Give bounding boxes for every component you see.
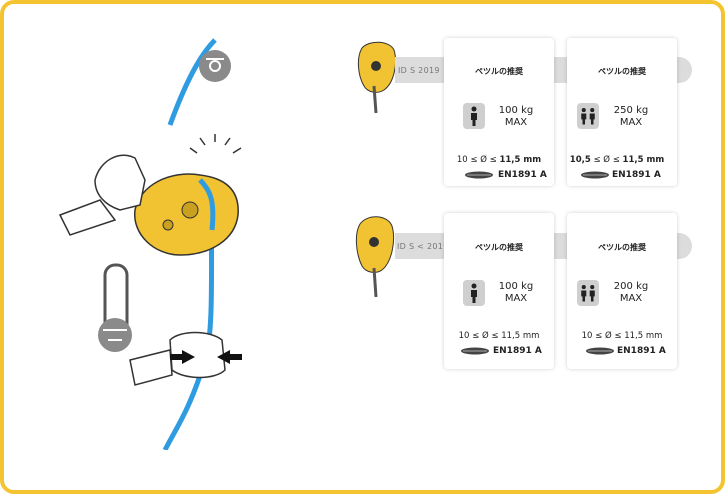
row2-col2-norm: EN1891 A [617, 346, 666, 356]
row2-label: ID S < 2019 [397, 242, 449, 251]
row2-col2-diameter: 10 ≤ Ø ≤ 11,5 mm [581, 331, 663, 341]
id-s-2019-device-image [357, 41, 397, 114]
row2-col1-norm: EN1891 A [493, 346, 542, 356]
row1-col1-norm: EN1891 A [498, 170, 547, 180]
lower-glove [129, 331, 226, 386]
row1-col1-heading: ペツルの推奨 [475, 67, 523, 76]
rope-icon [586, 347, 614, 355]
device-body [134, 173, 239, 256]
row1-col2-norm: EN1891 A [612, 170, 661, 180]
row1-col2-diameter: 10,5 ≤ Ø ≤ 11,5 mm [569, 155, 665, 165]
two-persons-icon [577, 103, 599, 129]
single-person-icon [463, 280, 485, 306]
upper-glove [58, 154, 146, 236]
row2-col1-heading: ペツルの推奨 [475, 243, 523, 252]
row2-col1-diameter: 10 ≤ Ø ≤ 11,5 mm [458, 331, 540, 341]
click-lines-icon [189, 134, 242, 154]
row1-label: ID S 2019 [398, 66, 440, 75]
rope-icon [581, 171, 609, 179]
rope-icon [465, 171, 493, 179]
anchor-icon [199, 50, 231, 82]
row2-col2-heading: ペツルの推奨 [598, 243, 646, 252]
single-person-icon [463, 103, 485, 129]
row1-col2-heading: ペツルの推奨 [598, 67, 646, 76]
rope-upper [167, 38, 217, 126]
two-persons-icon [577, 280, 599, 306]
row2-card-single [444, 213, 554, 369]
row1-col1-diameter: 10 ≤ Ø ≤ 11,5 mm [456, 155, 542, 165]
belay-device-illustration [58, 38, 242, 450]
id-s-pre-2019-device-image [355, 216, 395, 298]
row1-card-single [444, 38, 554, 186]
rope-icon [461, 347, 489, 355]
squeeze-arrows-icon [170, 350, 242, 364]
harness-icon [98, 318, 132, 352]
